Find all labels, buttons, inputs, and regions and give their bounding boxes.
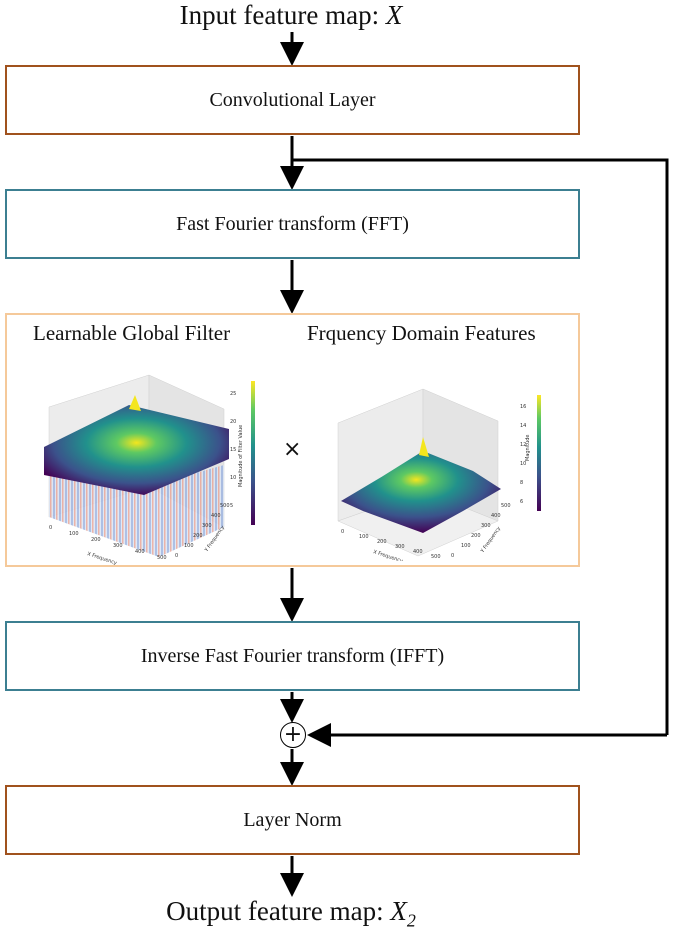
right-x-axis-label: X Frequency — [372, 549, 403, 561]
input-symbol: X — [385, 0, 403, 30]
right-x-tick-4: 400 — [413, 549, 423, 555]
right-x-tick-1: 100 — [359, 534, 369, 540]
left-y-tick-2: 200 — [193, 533, 203, 539]
output-title-prefix: Output feature map: — [166, 896, 391, 926]
frequency-features-surface-plot: 0 100 200 300 400 500 X Frequency 0 100 … — [337, 388, 541, 561]
right-colorbar — [537, 395, 541, 511]
right-colorbar-ticks: 6 8 10 12 14 16 — [520, 404, 526, 505]
multiply-operator: × — [283, 437, 302, 462]
plus-icon: + — [283, 722, 303, 747]
left-z-axis-label: Magnitude of Filter Value — [238, 425, 244, 487]
right-plot-x-ticks: 0 100 200 300 400 500 — [341, 529, 441, 560]
left-y-tick-3: 300 — [202, 523, 212, 529]
layer-norm-label: Layer Norm — [243, 808, 342, 831]
convolutional-layer-block: Convolutional Layer — [5, 65, 580, 135]
left-cbar-tick-1: 10 — [230, 475, 236, 481]
right-x-tick-2: 200 — [377, 539, 387, 545]
left-cbar-tick-4: 25 — [230, 391, 236, 397]
right-cbar-tick-5: 16 — [520, 404, 526, 410]
right-y-tick-1: 100 — [461, 543, 471, 549]
learnable-filter-surface-plot: 0 100 200 300 400 500 X Frequency 0 100 … — [44, 374, 255, 566]
sum-operator: + — [280, 722, 306, 748]
left-x-tick-1: 100 — [69, 531, 79, 537]
layer-norm-block: Layer Norm — [5, 785, 580, 855]
right-y-tick-0: 0 — [451, 553, 454, 559]
left-x-tick-4: 400 — [135, 549, 145, 555]
frequency-features-title: Frquency Domain Features — [307, 321, 536, 345]
right-z-axis-label: Magnitude — [525, 435, 531, 462]
left-cbar-tick-0: 5 — [230, 503, 233, 509]
right-plot-peak — [419, 437, 429, 457]
left-y-tick-0: 0 — [175, 553, 178, 559]
left-cbar-tick-2: 15 — [230, 447, 236, 453]
right-cbar-tick-4: 14 — [520, 423, 526, 429]
left-x-tick-2: 200 — [91, 537, 101, 543]
right-y-tick-5: 500 — [501, 503, 511, 509]
left-plot-y-ticks: 0 100 200 300 400 500 — [175, 503, 230, 559]
learnable-filter-title: Learnable Global Filter — [33, 321, 231, 345]
right-y-tick-2: 200 — [471, 533, 481, 539]
conv-label: Convolutional Layer — [209, 88, 376, 111]
left-y-tick-5: 500 — [220, 503, 230, 509]
ifft-block: Inverse Fast Fourier transform (IFFT) — [5, 621, 580, 691]
left-plot-surface — [44, 405, 229, 495]
right-cbar-tick-0: 6 — [520, 499, 523, 505]
right-plot-y-ticks: 0 100 200 300 400 500 — [451, 503, 511, 559]
left-x-tick-5: 500 — [157, 555, 167, 561]
global-filter-panel: Learnable Global Filter Frquency Domain … — [5, 313, 580, 567]
left-cbar-tick-3: 20 — [230, 419, 236, 425]
input-feature-map-label: Input feature map: X — [0, 0, 582, 31]
left-plot-x-ticks: 0 100 200 300 400 500 — [49, 525, 167, 561]
ifft-label: Inverse Fast Fourier transform (IFFT) — [140, 644, 445, 667]
left-plot-peak — [129, 395, 141, 411]
input-title-prefix: Input feature map: — [179, 0, 386, 30]
right-cbar-tick-2: 10 — [520, 461, 526, 467]
left-x-axis-label: X Frequency — [86, 551, 117, 566]
right-y-tick-4: 400 — [491, 513, 501, 519]
left-plot-spike-region — [49, 465, 224, 557]
left-y-tick-1: 100 — [184, 543, 194, 549]
left-colorbar — [251, 381, 255, 525]
output-subscript: 2 — [406, 910, 416, 931]
left-colorbar-ticks: 5 10 15 20 25 — [230, 391, 236, 509]
left-y-tick-4: 400 — [211, 513, 221, 519]
fft-label: Fast Fourier transform (FFT) — [176, 212, 409, 235]
right-x-tick-0: 0 — [341, 529, 344, 535]
left-x-tick-3: 300 — [113, 543, 123, 549]
right-y-tick-3: 300 — [481, 523, 491, 529]
left-x-tick-0: 0 — [49, 525, 52, 531]
right-y-axis-label: Y Frequency — [479, 526, 502, 555]
right-cbar-tick-1: 8 — [520, 480, 523, 486]
right-cbar-tick-3: 12 — [520, 442, 526, 448]
fft-block: Fast Fourier transform (FFT) — [5, 189, 580, 259]
right-x-tick-5: 500 — [431, 554, 441, 560]
right-plot-surface — [341, 451, 501, 533]
right-x-tick-3: 300 — [395, 544, 405, 550]
output-feature-map-label: Output feature map: X2 — [0, 896, 582, 931]
output-symbol: X — [390, 896, 407, 926]
skip-connection-line — [292, 158, 669, 735]
